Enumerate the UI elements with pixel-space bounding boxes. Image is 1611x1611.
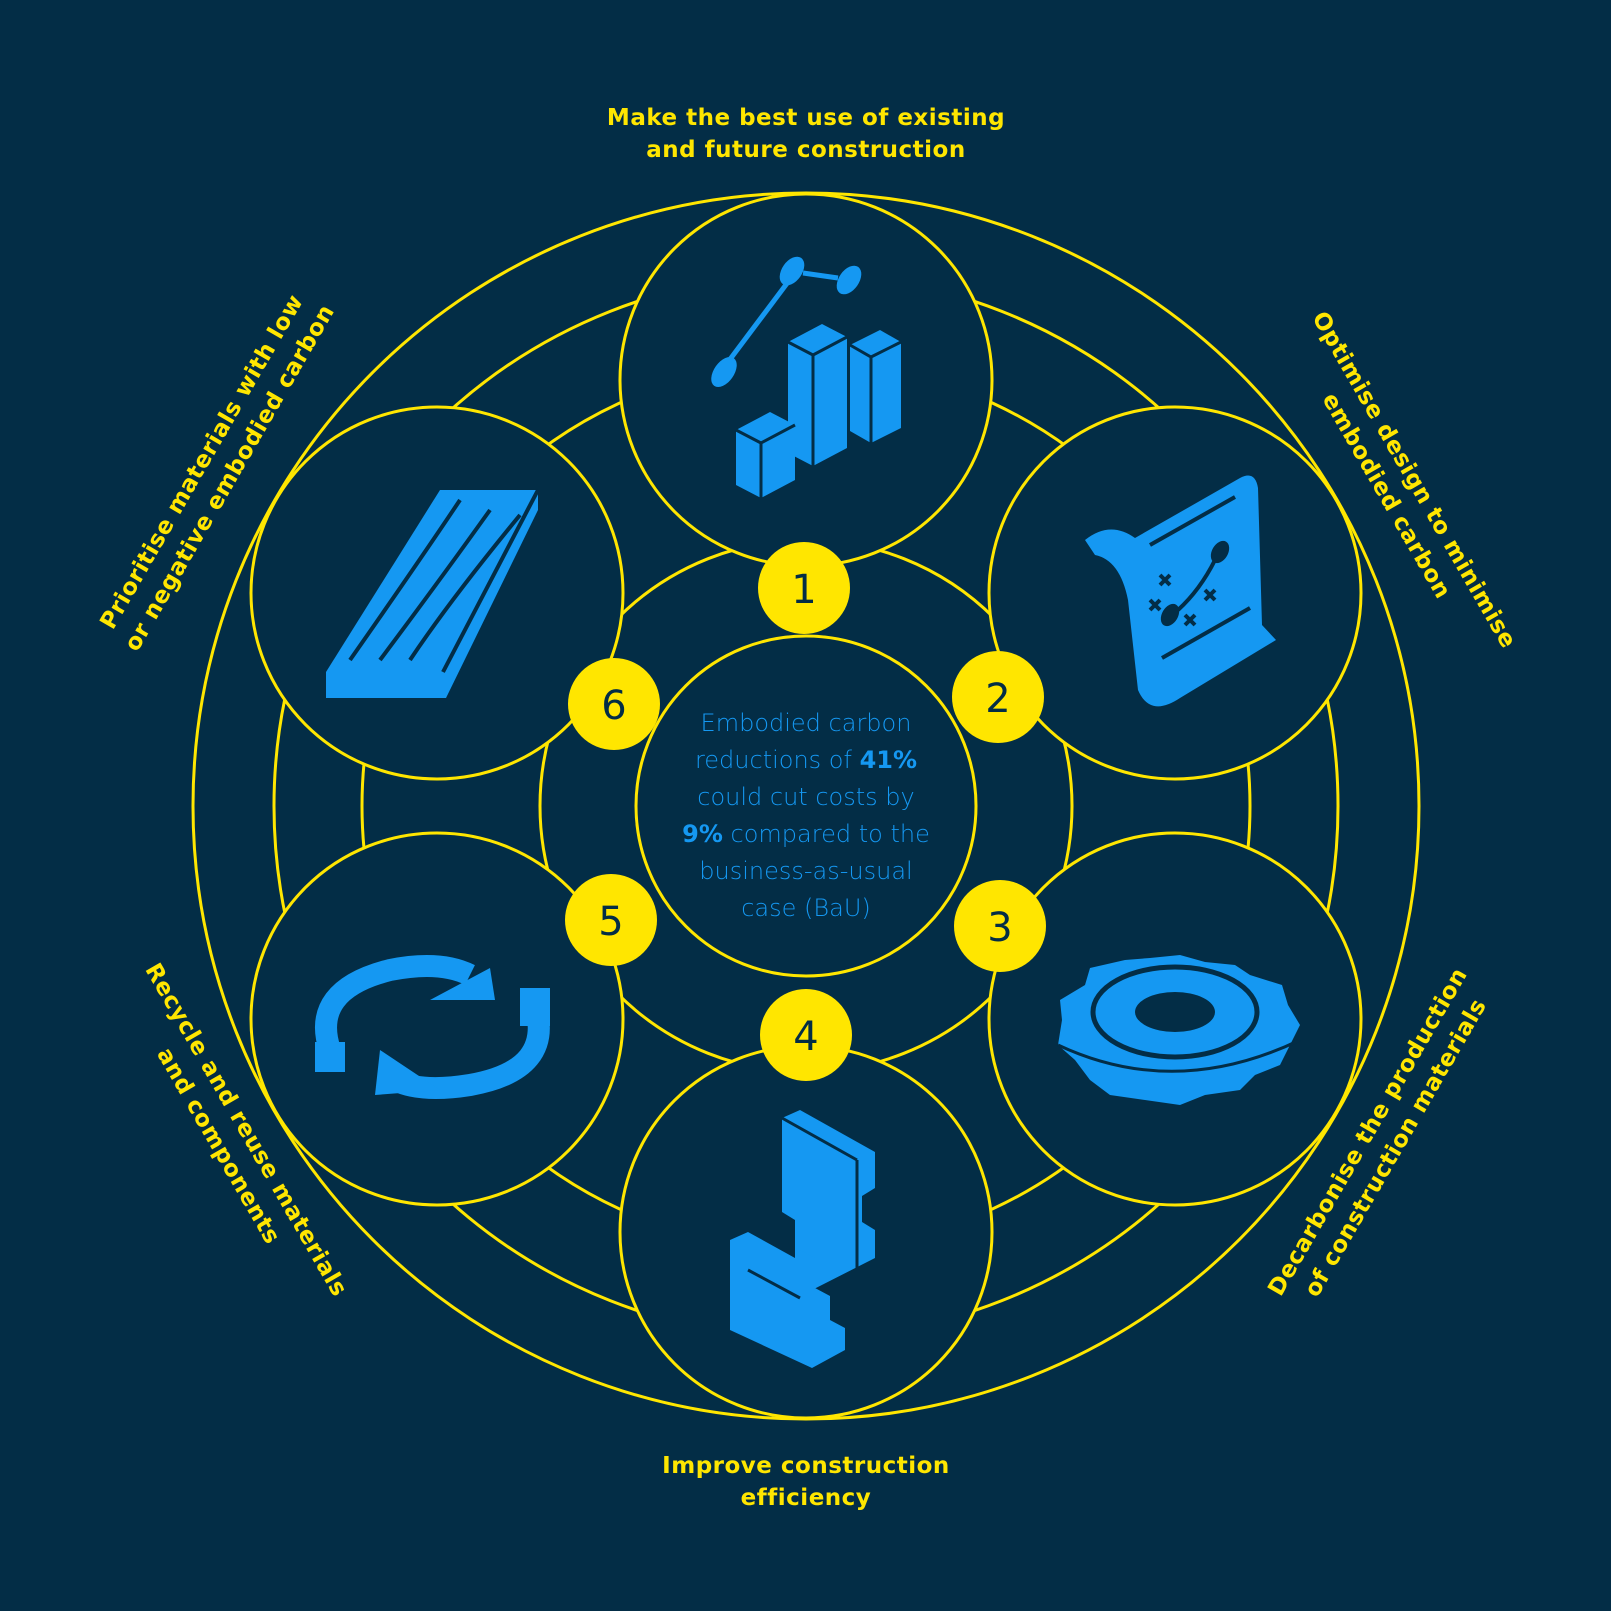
timber-plank-icon	[326, 489, 540, 698]
center-ring	[634, 634, 978, 978]
center-line-3: could cut costs by	[697, 783, 915, 811]
center-line-4-text: compared to the	[722, 820, 930, 848]
step-number-3: 3	[987, 905, 1012, 951]
step-number-6: 6	[601, 683, 626, 729]
center-line-4: 9% compared to the	[655, 816, 957, 853]
step-label-4: Improve construction efficiency	[662, 1450, 950, 1514]
step-number-1: 1	[791, 567, 816, 613]
design-scroll-icon	[1085, 475, 1276, 707]
step-number-5: 5	[598, 899, 623, 945]
step-badge-3	[954, 880, 1046, 972]
step-badge-6	[568, 658, 660, 750]
center-line-6: case (BaU)	[741, 894, 871, 922]
recycle-arrows-icon	[315, 955, 550, 1099]
center-line-1: Embodied carbon	[700, 709, 912, 737]
bar-chart-icon	[711, 256, 902, 498]
step-label-4-line-1: Improve construction	[662, 1453, 950, 1479]
gear-icon	[1057, 955, 1301, 1105]
step-label-1-line-2: and future construction	[646, 137, 966, 163]
step-label-1: Make the best use of existing and future…	[607, 102, 1005, 166]
center-line-5: business-as-usual	[699, 857, 913, 885]
node-circle-5	[249, 831, 625, 1207]
step-badge-5	[565, 874, 657, 966]
step-number-4: 4	[793, 1014, 818, 1060]
step-number-2: 2	[985, 676, 1010, 722]
step-badge-1	[758, 542, 850, 634]
center-statement: Embodied carbon reductions of 41% could …	[655, 705, 957, 927]
puzzle-pieces-icon	[730, 1110, 875, 1368]
center-line-2-text: reductions of	[694, 746, 860, 774]
step-label-1-line-1: Make the best use of existing	[606, 105, 1006, 131]
cost-reduction-value: 9%	[682, 820, 723, 848]
carbon-reduction-value: 41%	[859, 746, 918, 774]
step-badge-2	[952, 651, 1044, 743]
step-label-4-line-2: efficiency	[740, 1485, 872, 1511]
center-line-2: reductions of 41%	[655, 742, 957, 779]
step-badge-4	[760, 989, 852, 1081]
